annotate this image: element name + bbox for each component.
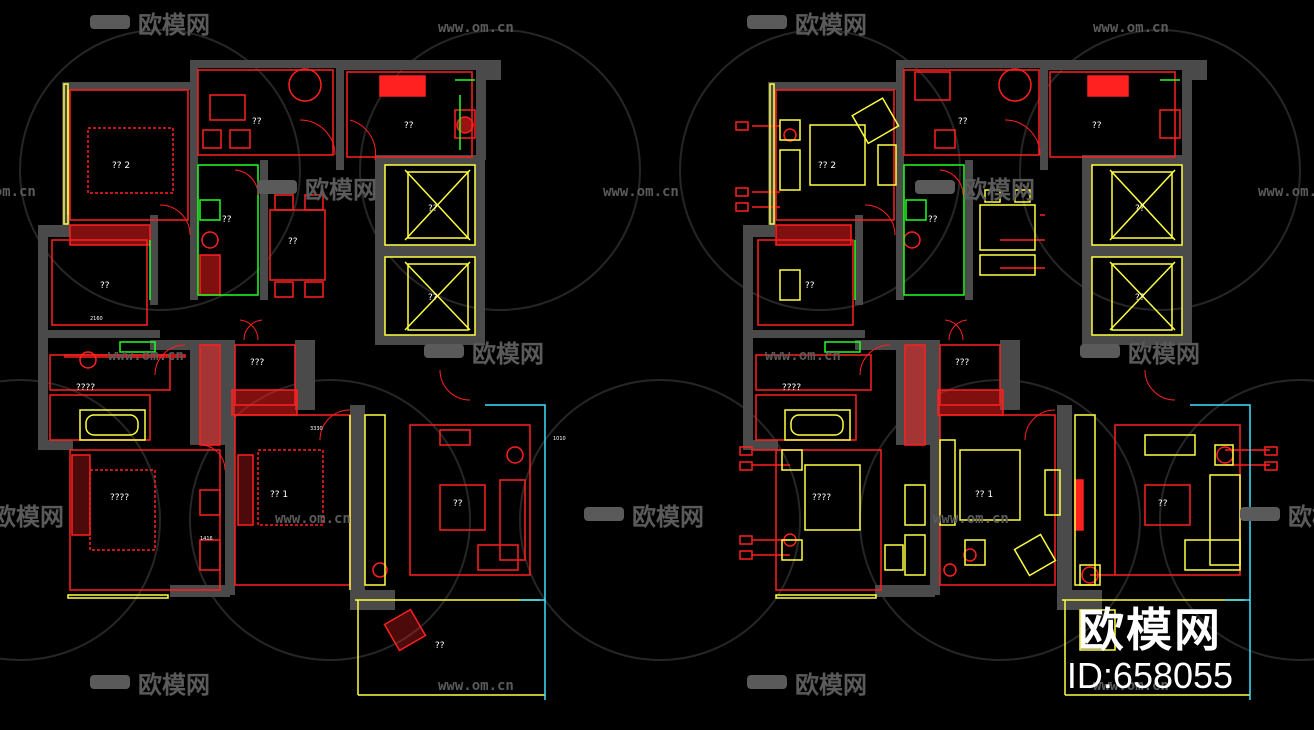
- room-balcony-label: ??: [435, 641, 445, 651]
- watermark-brand: 欧模网: [138, 671, 210, 699]
- dim-2160: 2160: [90, 316, 103, 322]
- watermark-brand: 欧模网: [632, 503, 704, 531]
- brand-id: ID:658055: [1066, 655, 1234, 696]
- plan-left-yellow-lines: [63, 83, 545, 696]
- dim-1010: 1010: [553, 436, 566, 442]
- room-dining-label: ??: [288, 237, 298, 247]
- room-cloak-label: ???: [955, 358, 970, 368]
- watermark-brand: 欧模网: [1288, 503, 1314, 531]
- plan-right-cyan-lines: [1190, 404, 1251, 700]
- watermark-url: www.om.cn: [0, 184, 36, 200]
- watermark-url: www.om.cn: [438, 20, 514, 36]
- room-bath-main-label: ????: [782, 383, 801, 393]
- room-living-label: ??: [453, 499, 463, 509]
- room-bath-main-label: ????: [76, 383, 95, 393]
- room-study-label: ??: [100, 281, 110, 291]
- plan-left: [38, 60, 546, 700]
- watermark-brand: 欧模网: [0, 503, 64, 531]
- room-bedroom-2-label: ?? 2: [818, 161, 836, 171]
- plan-right-doors: [859, 119, 1176, 441]
- room-kitchen-a-label: ??: [252, 117, 262, 127]
- plan-left-doors: [154, 119, 471, 471]
- watermark-brand: 欧模网: [472, 340, 544, 368]
- brand-watermark-overlay: 欧模网 ID:658055: [1030, 604, 1270, 696]
- plan-left-green-lines: [119, 79, 475, 353]
- brand-title: 欧模网: [1078, 603, 1222, 657]
- watermark-url: www.om.cn: [933, 511, 1009, 527]
- plan-right: [735, 60, 1278, 700]
- room-master-label: ????: [110, 493, 129, 503]
- plan-left-dimensions: 2160 1416 3330 1010: [90, 316, 566, 542]
- watermark-url: www.om.cn: [108, 348, 184, 364]
- watermark-url: www.om.cn: [1093, 20, 1169, 36]
- room-master-label: ????: [812, 493, 831, 503]
- room-living-label: ??: [1158, 499, 1168, 509]
- watermark-url: www.om.cn: [1093, 678, 1169, 694]
- watermark-brand: 欧模网: [963, 176, 1035, 204]
- watermark-url: www.om.cn: [765, 348, 841, 364]
- room-kitchen-b-label: ??: [1092, 121, 1102, 131]
- watermark-brand: 欧模网: [795, 671, 867, 699]
- room-bedroom-2-label: ?? 2: [112, 161, 130, 171]
- watermark-url: www.om.cn: [275, 511, 351, 527]
- room-elevator-1-label: ??: [1135, 204, 1145, 214]
- plan-left-room-labels: ?? 2 ?? ?? ?? ?? ?? ?? ?? ??? ???? ?? ?? …: [76, 117, 463, 651]
- room-bedroom-1-label: ?? 1: [975, 490, 993, 500]
- plan-right-room-labels: ?? 2 ?? ?? ?? ?? ?? ?? ??? ???? ???? ?? …: [782, 117, 1168, 509]
- room-study-label: ??: [805, 281, 815, 291]
- watermark-brand: 欧模网: [305, 176, 377, 204]
- dim-1416: 1416: [200, 536, 213, 542]
- room-kitchen-a-label: ??: [958, 117, 968, 127]
- room-bath-small-label: ??: [222, 215, 232, 225]
- watermark-brand: 欧模网: [1128, 340, 1200, 368]
- room-elevator-1-label: ??: [428, 204, 438, 214]
- watermark-url: www.om.cn: [1258, 184, 1314, 200]
- watermark-texts: 欧模网 欧模网 欧模网 欧模网 欧模网 欧模网 欧模网 欧模网 欧模网 欧模网 …: [0, 11, 1314, 699]
- watermark-url: www.om.cn: [438, 678, 514, 694]
- dim-3330: 3330: [310, 426, 323, 432]
- plan-left-cyan-lines: [485, 404, 546, 700]
- plan-left-red-lines: [49, 68, 531, 652]
- room-bedroom-1-label: ?? 1: [270, 490, 288, 500]
- watermark-brand: 欧模网: [795, 11, 867, 39]
- room-kitchen-b-label: ??: [404, 121, 414, 131]
- watermark-brand: 欧模网: [138, 11, 210, 39]
- plan-right-yellow-lines: [769, 83, 1250, 696]
- watermark-url: www.om.cn: [603, 184, 679, 200]
- room-elevator-2-label: ??: [428, 293, 438, 303]
- room-bath-small-label: ??: [928, 215, 938, 225]
- plan-right-green-lines: [824, 79, 1180, 353]
- plan-right-red-lines: [735, 68, 1278, 591]
- room-elevator-2-label: ??: [1135, 293, 1145, 303]
- room-cloak-label: ???: [250, 358, 265, 368]
